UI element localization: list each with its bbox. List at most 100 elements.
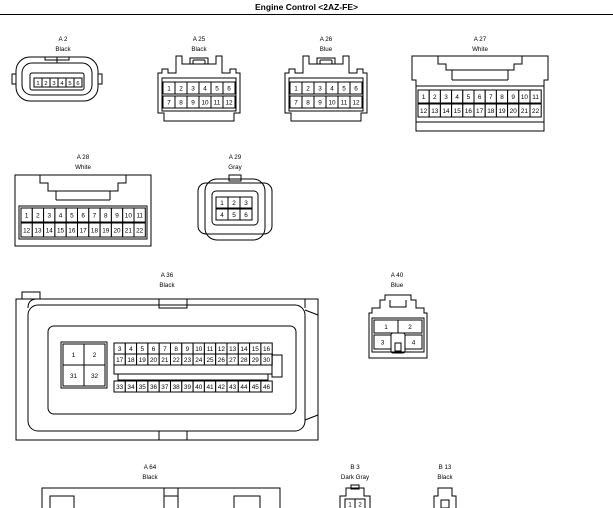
pin-number: 22 — [173, 357, 181, 364]
pin-cell — [529, 89, 542, 104]
pin-cell — [349, 95, 363, 109]
pin-number: 11 — [207, 346, 214, 353]
pin-number: 26 — [218, 357, 226, 364]
pin-number: 23 — [184, 357, 192, 364]
housing-outline — [288, 77, 364, 112]
pin-number: 7 — [294, 99, 298, 106]
pin-number: 3 — [47, 212, 51, 219]
pin-number: 21 — [521, 108, 529, 115]
pin-cell — [222, 95, 236, 109]
pin-number: 14 — [442, 108, 450, 115]
housing-outline — [39, 175, 127, 192]
pin-number: 2 — [93, 352, 97, 359]
connector-id-label: A 25 — [193, 36, 206, 43]
pin-number: 2 — [358, 502, 362, 508]
connector-id-label: A 26 — [320, 36, 333, 43]
housing-outline — [15, 298, 319, 441]
pin-number: 36 — [150, 384, 158, 391]
housing-outline — [29, 72, 85, 91]
pin-number: 8 — [306, 99, 310, 106]
pin-number: 11 — [341, 99, 348, 106]
pin-number: 17 — [476, 108, 484, 115]
housing-outline — [304, 309, 319, 421]
pin-number: 37 — [161, 384, 169, 391]
housing-outline — [339, 487, 371, 508]
pin-number: 19 — [139, 357, 147, 364]
pin-cell — [397, 319, 423, 334]
pin-number: 1 — [220, 200, 224, 207]
pin-number: 2 — [232, 200, 236, 207]
pin-number: 21 — [125, 227, 133, 234]
pin-number: 41 — [206, 384, 214, 391]
pin-number: 10 — [201, 99, 209, 106]
housing-outline — [117, 374, 269, 381]
housing-outline — [47, 325, 297, 415]
pin-number: 5 — [140, 346, 144, 353]
pin-cell — [222, 81, 236, 95]
connector-color-label: Dark Gray — [341, 474, 370, 481]
housing-outline — [55, 191, 111, 201]
housing-outline — [18, 205, 148, 240]
pin-number: 12 — [218, 346, 226, 353]
pin-number: 1 — [384, 324, 388, 331]
connector-id-label: A 27 — [474, 36, 487, 43]
pin-number: 2 — [306, 85, 310, 92]
pin-number: 3 — [318, 85, 322, 92]
pin-number: 6 — [227, 85, 231, 92]
pin-number: 5 — [342, 85, 346, 92]
pin-number: 9 — [115, 212, 119, 219]
housing-outline — [21, 291, 41, 299]
housing-outline — [371, 317, 425, 353]
pin-number: 4 — [59, 212, 63, 219]
pin-number: 1 — [422, 94, 426, 101]
pin-number: 5 — [68, 81, 71, 87]
housing-outline — [157, 55, 241, 122]
housing-outline — [433, 487, 457, 508]
pin-number: 10 — [195, 346, 203, 353]
pin-number: 15 — [454, 108, 462, 115]
housing-outline — [158, 430, 188, 441]
pin-number: 17 — [116, 357, 124, 364]
pin-number: 1 — [348, 502, 352, 508]
pin-number: 20 — [113, 227, 121, 234]
pin-number: 16 — [263, 346, 271, 353]
housing-outline — [97, 73, 103, 85]
connector-id-label: A 2 — [59, 36, 69, 43]
pin-number: 18 — [91, 227, 99, 234]
pin-number: 18 — [487, 108, 495, 115]
pin-number: 13 — [34, 227, 42, 234]
header-bar: Engine Control <2AZ-FE> — [0, 0, 613, 15]
housing-outline — [440, 499, 450, 508]
connector-id-label: A 28 — [77, 154, 90, 161]
pin-number: 11 — [532, 94, 539, 101]
housing-outline — [451, 70, 509, 81]
housing-outline — [49, 495, 75, 508]
housing-outline — [271, 354, 283, 378]
housing-outline — [411, 55, 549, 132]
pin-number: 14 — [240, 346, 248, 353]
pin-number: 9 — [511, 94, 515, 101]
connector-color-label: Black — [437, 474, 453, 481]
pin-number: 4 — [220, 212, 224, 219]
pin-number: 6 — [244, 212, 248, 219]
pin-number: 22 — [136, 227, 144, 234]
pin-number: 3 — [118, 346, 122, 353]
pin-number: 4 — [455, 94, 459, 101]
pin-number: 16 — [68, 227, 76, 234]
pin-number: 28 — [240, 357, 248, 364]
pin-number: 20 — [150, 357, 158, 364]
pin-number: 18 — [127, 357, 135, 364]
connector-color-label: Black — [55, 46, 71, 53]
pin-number: 19 — [102, 227, 110, 234]
pin-number: 13 — [229, 346, 237, 353]
pin-number: 19 — [498, 108, 506, 115]
pin-number: 7 — [489, 94, 493, 101]
connector-color-label: White — [472, 46, 488, 53]
pin-number: 10 — [521, 94, 529, 101]
connector-id-label: A 29 — [229, 154, 242, 161]
pin-number: 9 — [191, 99, 195, 106]
